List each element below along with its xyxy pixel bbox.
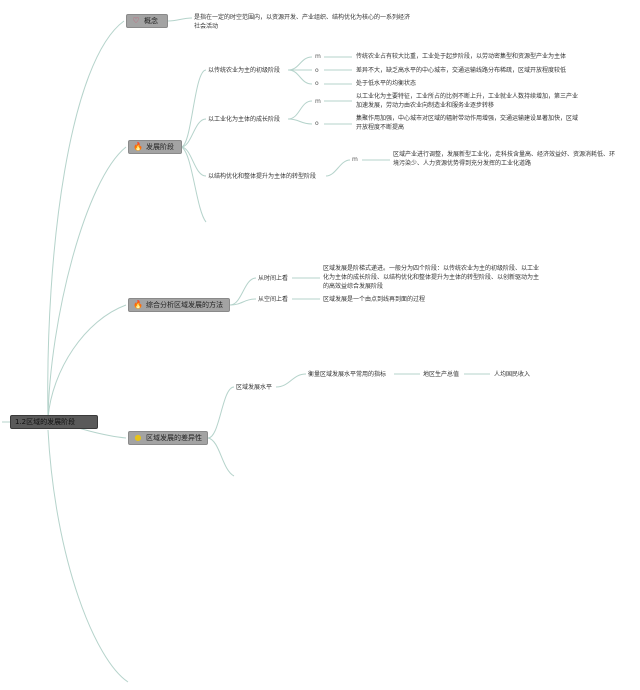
method-time-label[interactable]: 从时间上看	[258, 275, 289, 282]
connector-stages-stage2	[180, 118, 207, 148]
topic-method-label: 综合分析区域发展的方法	[146, 301, 223, 309]
connector-concept-definition	[167, 17, 193, 22]
fire-icon: 🔥	[133, 300, 143, 309]
method-space-text: 区域发展是一个由点到线再到面的过程	[323, 296, 426, 303]
stage3-marker-1: m	[352, 156, 358, 163]
stage2-item-1: 以工业化为主要特征，工业所占的比例不断上升，工业就业人数持续增加，第三产业加速发…	[356, 93, 579, 109]
topic-diff-label: 区域发展的差异性	[146, 434, 202, 442]
heart-icon: ♡	[132, 16, 140, 25]
lightbulb-icon: ●	[134, 433, 142, 442]
connector-s1-i3	[287, 69, 313, 85]
diff-indicator[interactable]: 衡量区域发展水平常用的指标	[308, 371, 387, 378]
connector-s3-i1	[325, 159, 351, 177]
diff-level-label[interactable]: 区域发展水平	[236, 384, 273, 391]
fire-icon: 🔥	[133, 142, 143, 151]
stage1-marker-3: o	[315, 80, 319, 87]
stage3-label[interactable]: 以结构优化和整体提升为主体的转型阶段	[208, 173, 317, 180]
connector-s1-i1	[287, 56, 313, 71]
connector-method-time	[229, 277, 257, 306]
connector-root-method	[47, 304, 127, 419]
root-label: 1.2区域的发展阶段	[15, 418, 76, 426]
topic-concept[interactable]: ♡ 概念	[126, 14, 168, 28]
connector-root-concept	[47, 20, 125, 419]
diff-income[interactable]: 人均国民收入	[494, 371, 531, 378]
connector-diff-tail	[207, 437, 235, 477]
stage2-marker-1: m	[315, 98, 321, 105]
connector-diff-level	[207, 386, 235, 439]
connector-stages-stage3	[180, 146, 207, 177]
stage1-item-3: 处于低水平的均衡状态	[356, 80, 417, 87]
connector-stages-stage1	[180, 69, 207, 148]
concept-definition: 是指在一定的时空范围内，以资源开发、产业组织、结构优化为核心的一系列经济社会活动	[194, 14, 411, 30]
method-time-text: 区域发展是阶梯式递进。一般分为四个阶段：以传统农业为主的初级阶段、以工业化为主体…	[323, 265, 540, 290]
connector-s2-i1	[287, 100, 313, 120]
root-topic[interactable]: 1.2区域的发展阶段	[10, 415, 98, 429]
stage1-marker-2: o	[315, 67, 319, 74]
topic-stages-label: 发展阶段	[146, 143, 174, 151]
stage2-label[interactable]: 以工业化为主体的成长阶段	[208, 116, 281, 123]
connector-s2-i2	[287, 118, 313, 125]
topic-stages[interactable]: 🔥 发展阶段	[128, 140, 182, 154]
stage2-item-2: 集聚作用加强，中心城市对区域的辐射带动作用增强，交通运输建设显著加快，区域开放程…	[356, 115, 579, 131]
stage2-marker-2: o	[315, 120, 319, 127]
connector-level-indicator	[275, 373, 307, 388]
stage1-label[interactable]: 以传统农业为主的初级阶段	[208, 67, 281, 74]
connector-method-space	[229, 298, 257, 306]
method-space-label[interactable]: 从空间上看	[258, 296, 289, 303]
connector-stages-tail	[180, 146, 207, 223]
diff-gdp[interactable]: 地区生产总值	[423, 371, 460, 378]
topic-diff[interactable]: ● 区域发展的差异性	[128, 431, 208, 445]
connector-root-tail	[47, 429, 129, 683]
connector-root-stages	[47, 146, 127, 419]
stage1-item-2: 差异不大，缺乏高水平的中心城市，交通运输线路分布稀疏，区域开放程度较低	[356, 67, 567, 74]
topic-concept-label: 概念	[144, 17, 158, 25]
stage3-item-1: 区域产业进行调整，发展新型工业化，走科技含量高、经济效益好、资源消耗低、环境污染…	[393, 151, 616, 167]
stage1-item-1: 传统农业占有较大比重，工业处于起步阶段，以劳动密集型和资源型产业为主体	[356, 53, 567, 60]
stage1-marker-1: m	[315, 53, 321, 60]
topic-method[interactable]: 🔥 综合分析区域发展的方法	[128, 298, 230, 312]
